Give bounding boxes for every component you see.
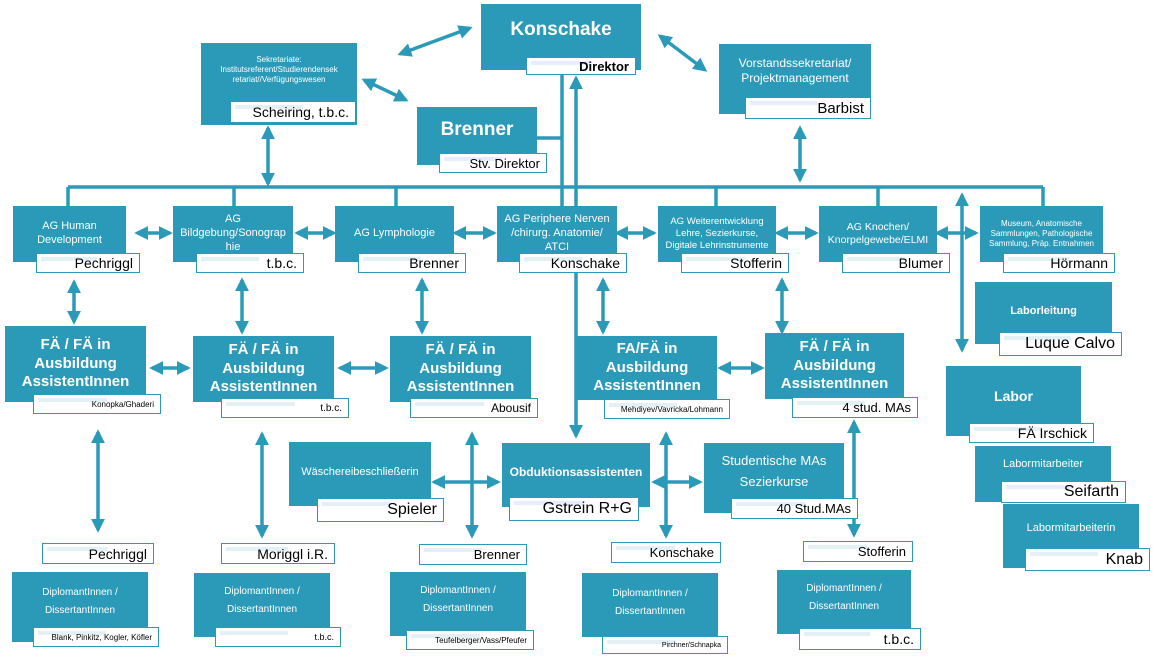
assistants-names-label: 4 stud. MAs [792,397,918,418]
group-lead-label: Hörmann [1003,253,1115,273]
group-lead-label: Konschake [519,253,627,273]
deputy-title: Brenner [440,119,514,140]
assistants-box: FÄ / FÄ in Ausbildung AssistentInnen [765,333,904,399]
deputy-role-label: Stv. Direktor [439,153,547,173]
doctoral-box: DiplomantInnen / DissertantInnen [777,570,911,634]
doctoral-box: DiplomantInnen / DissertantInnen [194,573,330,637]
assistants-box: FA/FÄ in Ausbildung AssistentInnen [577,336,717,400]
director-role-label: Direktor [526,57,636,75]
secretariat-title: Sekretariate: Institutsreferent/Studiere… [220,55,338,84]
doctoral-names-label: Pirchner/Schnapka [602,636,728,654]
doctoral-names-label: t.b.c. [215,627,341,647]
group-box-human-development: AG Human Development [13,206,126,262]
doctoral-names-label: Blank, Pinkitz, Kogler, Köfler [33,627,159,647]
autopsy-name-label: Gstrein R+G [509,497,639,521]
group-lead-label: t.b.c. [196,253,304,273]
doctoral-names-label: t.b.c. [799,628,921,650]
group-box-teaching: AG Weiterentwicklung Lehre, Sezierkurse,… [658,206,776,262]
assistants-names-label: Mehdiyev/Vavricka/Lohmann [604,399,730,419]
group-lead-label: Brenner [358,253,466,273]
assistants-box: FÄ / FÄ in Ausbildung AssistentInnen [193,336,334,402]
group-box-bone: AG Knochen/ Knorpelgewebe/ELMI [819,206,937,262]
supervisor-label: Moriggl i.R. [221,543,335,564]
student-staff-name-label: 40 Stud.MAs [731,498,858,519]
group-lead-label: Blumer [842,253,950,273]
doctoral-box: DiplomantInnen / DissertantInnen [390,572,526,636]
group-box-lymphology: AG Lymphologie [335,206,454,262]
laundry-box: Wäschereibeschließerin [289,442,431,506]
lab-name-label: FÄ Irschick [969,423,1094,443]
lab-staff-name-label: Knab [1025,548,1150,571]
board-office-title: Vorstandssekretariat/ Projektmanagement [738,56,852,85]
lab-lead-name-label: Luque Calvo [999,332,1122,356]
autopsy-box: Obduktionsassistenten [502,443,650,507]
supervisor-label: Konschake [611,542,721,563]
assistants-box: FÄ / FÄ in Ausbildung AssistentInnen [5,326,146,402]
laundry-name-label: Spieler [317,498,444,522]
group-box-museum: Museum, Anatomische Sammlungen, Patholog… [980,206,1103,262]
secretariat-name-label: Scheiring, t.b.c. [230,101,356,123]
group-box-imaging: AG Bildgebung/Sonograp hie [173,206,293,262]
doctoral-names-label: Teufelberger/Vass/Pfeufer [406,630,534,650]
supervisor-label: Stofferin [803,541,913,562]
group-lead-label: Pechriggl [36,253,140,273]
supervisor-label: Brenner [419,544,527,565]
assistants-names-label: Konopka/Ghaderi [33,394,161,414]
supervisor-label: Pechriggl [42,543,154,564]
doctoral-box: DiplomantInnen / DissertantInnen [582,573,718,637]
assistants-names-label: Abousif [410,398,538,418]
group-lead-label: Stofferin [681,253,789,273]
group-box-peripheral-nerves: AG Periphere Nerven /chirurg. Anatomie/ … [497,206,617,262]
lab-staff-name-label: Seifarth [1001,481,1126,503]
assistants-names-label: t.b.c. [221,398,349,418]
board-office-name-label: Barbist [745,97,871,119]
assistants-box: FÄ / FÄ in Ausbildung AssistentInnen [390,336,531,402]
director-title: Konschake [510,19,612,40]
